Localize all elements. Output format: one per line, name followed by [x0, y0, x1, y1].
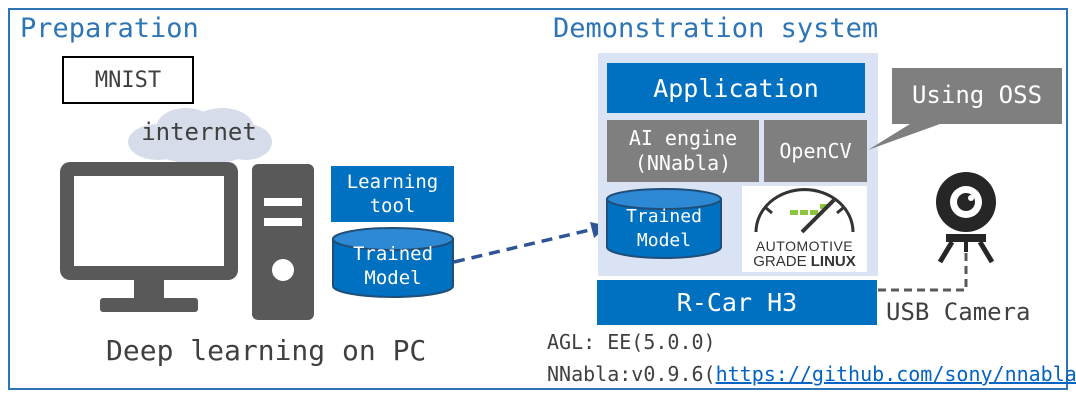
webcam-icon	[936, 172, 996, 264]
trained-model-label: Trained Model	[330, 240, 456, 292]
agl-logo-line1: AUTOMOTIVE	[755, 238, 854, 254]
mnist-box: MNIST	[62, 56, 194, 104]
nnabla-version-prefix: NNabla:v0.9.6(	[547, 362, 716, 386]
application-box: Application	[607, 63, 865, 113]
trained-model-demo-line1: Trained	[626, 206, 702, 227]
internet-label: internet	[141, 118, 257, 146]
camera-connector	[878, 250, 968, 292]
usb-camera-label: USB Camera	[886, 298, 1031, 326]
agl-logo-grade: GRADE	[753, 253, 807, 270]
trained-model-database-icon	[332, 227, 454, 298]
rcar-label: R-Car H3	[676, 288, 798, 317]
nnabla-version-note: NNabla:v0.9.6(https://github.com/sony/nn…	[547, 363, 1076, 385]
trained-model-demo-label: Trained Model	[606, 203, 722, 255]
agl-logo: AUTOMOTIVE GRADE LINUX	[742, 186, 867, 272]
learning-tool-line2: tool	[369, 195, 416, 217]
mnist-label: MNIST	[94, 67, 162, 93]
demonstration-title: Demonstration system	[553, 13, 879, 44]
internet-cloud-icon	[128, 108, 272, 164]
opencv-box: OpenCV	[764, 120, 867, 182]
application-label: Application	[653, 73, 819, 103]
ai-engine-box: AI engine (NNabla)	[607, 120, 759, 182]
agl-logo-line2: GRADE LINUX	[742, 254, 867, 270]
transfer-arrow	[453, 222, 608, 264]
callout-shape	[868, 68, 1062, 150]
trained-model-demo-line2: Model	[636, 230, 692, 251]
desktop-computer-icon	[60, 162, 314, 320]
ai-engine-line2: (NNabla)	[634, 151, 732, 175]
trained-model-demo-database-icon	[606, 188, 722, 259]
rcar-box: R-Car H3	[597, 280, 877, 325]
agl-version-note: AGL: EE(5.0.0)	[547, 330, 716, 354]
pc-caption: Deep learning on PC	[106, 334, 427, 367]
learning-tool-box: Learning tool	[331, 166, 454, 222]
callout-label: Using OSS	[911, 81, 1043, 109]
ai-engine-line1: AI engine	[628, 126, 738, 150]
opencv-label: OpenCV	[779, 139, 852, 163]
agl-logo-linux: LINUX	[810, 253, 856, 270]
trained-model-line2: Model	[364, 267, 422, 289]
agl-gauge-icon	[754, 188, 855, 234]
trained-model-line1: Trained	[352, 243, 434, 265]
learning-tool-line1: Learning	[346, 171, 439, 193]
nnabla-github-link[interactable]: https://github.com/sony/nnabla	[715, 362, 1076, 386]
outer-frame	[8, 8, 1068, 390]
preparation-title: Preparation	[20, 13, 199, 44]
